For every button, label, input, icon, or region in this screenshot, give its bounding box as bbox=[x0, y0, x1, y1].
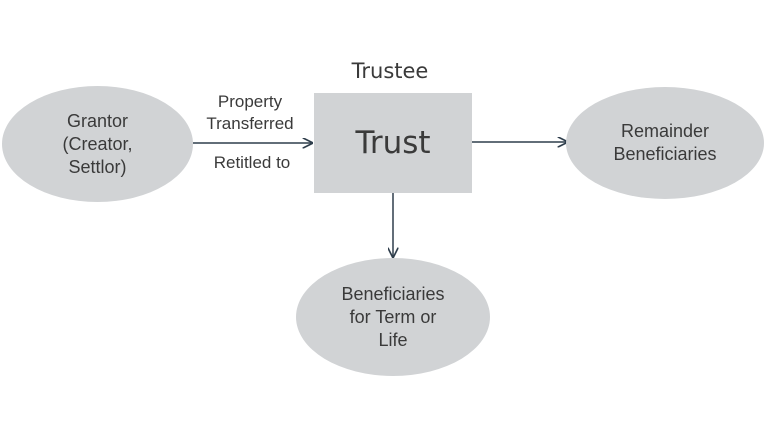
trustee-label: Trustee bbox=[351, 59, 429, 83]
remainder-beneficiaries-text: Remainder Beneficiaries bbox=[613, 121, 717, 164]
remainder-beneficiaries-node: Remainder Beneficiaries bbox=[566, 87, 764, 199]
grantor-node: Grantor (Creator, Settlor) bbox=[2, 86, 193, 202]
term-beneficiaries-text: Beneficiaries for Term or Life bbox=[341, 283, 445, 350]
retitled-to-label: Retitled to bbox=[213, 153, 291, 172]
term-beneficiaries-node: Beneficiaries for Term or Life bbox=[296, 258, 490, 376]
trust-text: Trust bbox=[355, 125, 431, 161]
trust-node: Trust bbox=[314, 93, 472, 193]
property-transferred-label: Property Transferred bbox=[206, 92, 294, 133]
grantor-text: Grantor (Creator, Settlor) bbox=[62, 110, 133, 177]
